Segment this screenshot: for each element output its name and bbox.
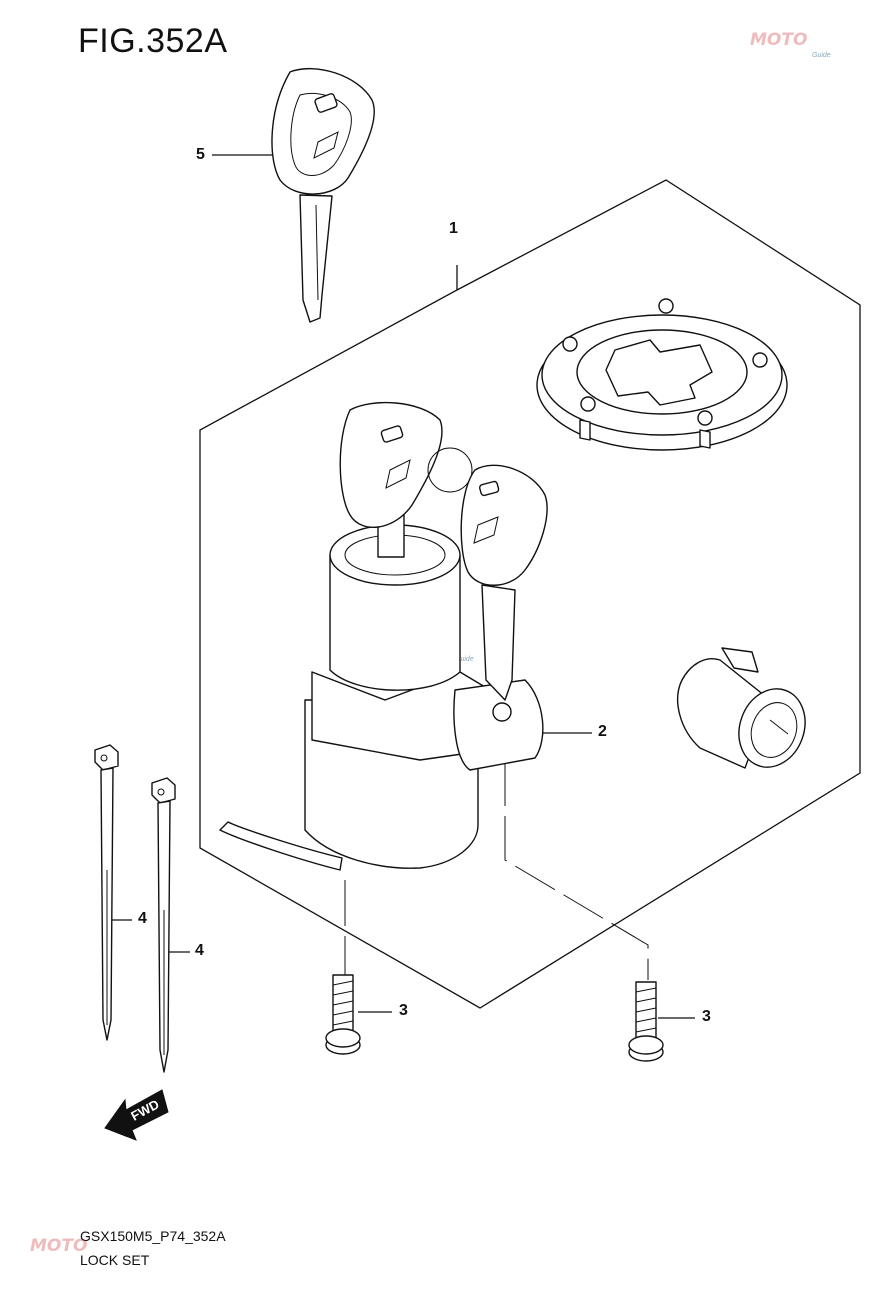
callout-key: 5: [196, 146, 205, 163]
callout-tie-left: 4: [138, 910, 147, 927]
watermark-logo-top: MOTO: [750, 30, 807, 50]
callout-bolt-left: 3: [399, 1002, 408, 1019]
fwd-arrow-icon: FWD: [104, 1089, 169, 1141]
callout-lock-set: 1: [449, 220, 458, 237]
watermark-brand: MOTO: [750, 30, 808, 50]
key-icon: [271, 68, 375, 323]
diagram-code: GSX150M5_P74_352A: [80, 1228, 226, 1244]
seat-lock-cylinder: [677, 647, 806, 769]
callout-tie-right: 4: [195, 942, 204, 959]
watermark-logo-bottom: MOTO: [30, 1236, 87, 1256]
bolt-left: [325, 974, 361, 1055]
watermark-sub-center: Guide: [455, 656, 474, 663]
diagram-name: LOCK SET: [80, 1252, 150, 1268]
assembly-line-right: [504, 760, 649, 980]
cable-tie-left: [94, 744, 119, 1041]
fuel-cap: [536, 298, 788, 451]
ignition-switch: [219, 401, 548, 871]
callout-bolt-right: 3: [702, 1008, 711, 1025]
watermark-sub-top: Guide: [812, 52, 831, 59]
callout-ignition-switch: 2: [598, 723, 607, 740]
lock-set-outline: [199, 179, 861, 1009]
bolt-right: [628, 981, 664, 1062]
watermark-brand: MOTO: [30, 1236, 88, 1256]
figure-title: FIG.352A: [78, 22, 228, 60]
cable-tie-right: [151, 777, 176, 1073]
